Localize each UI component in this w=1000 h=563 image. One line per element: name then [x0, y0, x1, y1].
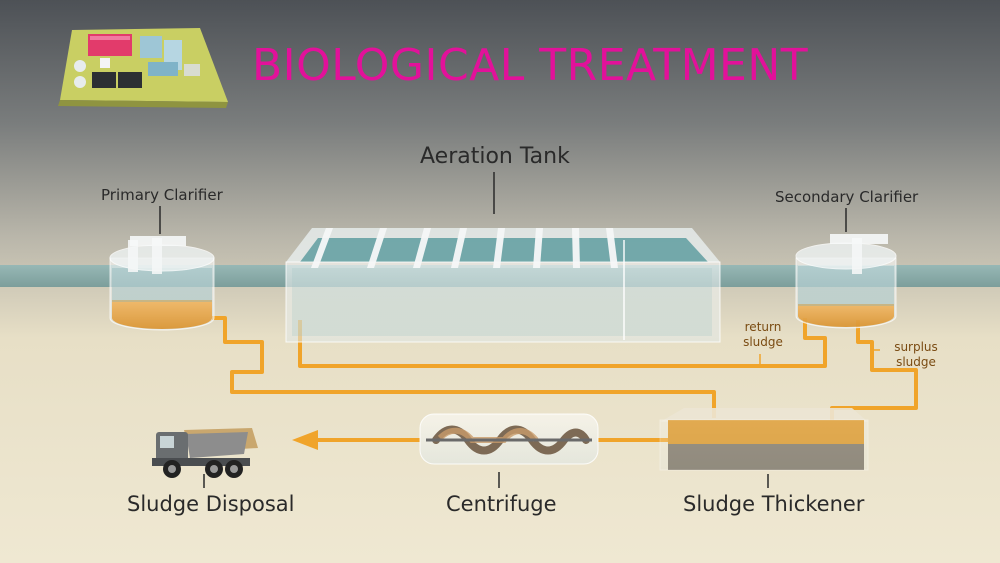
primary-clarifier — [109, 236, 215, 331]
sludge-thickener-label: Sludge Thickener — [683, 492, 865, 516]
aeration-tank — [285, 228, 721, 343]
secondary-clarifier — [795, 234, 897, 329]
arrow-left-icon — [292, 430, 318, 450]
return-sludge-line1: return — [744, 320, 782, 334]
sludge-thickener — [659, 408, 869, 471]
return-sludge-line2: sludge — [743, 335, 783, 349]
surplus-sludge-line1: surplus — [894, 340, 938, 354]
primary-clarifier-label: Primary Clarifier — [101, 186, 223, 204]
sludge-disposal-label: Sludge Disposal — [127, 492, 295, 516]
return-sludge-label: return sludge — [733, 320, 793, 350]
centrifuge-label: Centrifuge — [446, 492, 557, 516]
aeration-tank-label: Aeration Tank — [420, 144, 570, 169]
centrifuge — [419, 413, 599, 465]
surplus-sludge-line2: sludge — [896, 355, 936, 369]
secondary-clarifier-label: Secondary Clarifier — [775, 188, 919, 206]
leader-lines — [159, 172, 880, 488]
dump-truck-icon — [152, 428, 258, 478]
site-map-icon — [58, 28, 228, 108]
page-title: BIOLOGICAL TREATMENT — [252, 40, 809, 91]
surplus-sludge-label: surplus sludge — [886, 340, 946, 370]
